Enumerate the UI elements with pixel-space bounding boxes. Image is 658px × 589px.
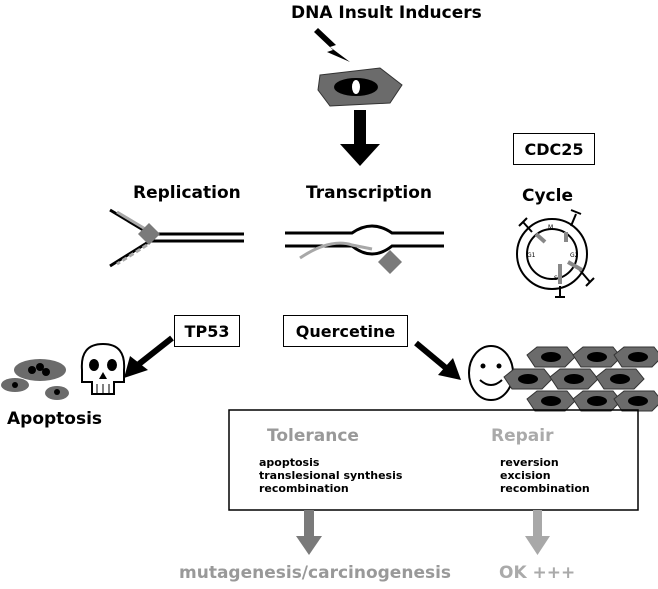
cell-nucleus: [587, 352, 607, 362]
apoptosis-arrow: [124, 335, 174, 378]
cell-nucleus: [587, 396, 607, 406]
replication-label: Replication: [133, 183, 241, 203]
mechanisms-box: [228, 409, 639, 511]
cdc25-box: CDC25: [513, 133, 595, 165]
lightning-icon: [314, 28, 350, 62]
damaged-cell-icon: [317, 67, 403, 107]
repair-title: Repair: [491, 426, 554, 446]
repair-arrow: [525, 510, 550, 555]
repair-outcome: OK +++: [499, 563, 576, 583]
repair-list: reversion excision recombination: [500, 456, 590, 495]
cell-nucleus: [628, 396, 648, 406]
tolerance-arrow: [296, 510, 322, 555]
cycle-phase-g1: G1: [527, 252, 536, 259]
cell-nucleus: [541, 396, 561, 406]
tolerance-title: Tolerance: [267, 426, 359, 446]
cycle-label: Cycle: [522, 186, 573, 206]
repair-item: excision: [500, 469, 551, 482]
page-title: DNA Insult Inducers: [291, 3, 482, 23]
down-arrow: [340, 110, 380, 166]
quercetine-box: Quercetine: [283, 315, 408, 347]
tolerance-item: translesional synthesis: [259, 469, 403, 482]
cycle-phase-g2: G2: [570, 252, 579, 259]
cell-nucleus: [628, 352, 648, 362]
smiley-icon: [468, 345, 514, 401]
repair-item: recombination: [500, 482, 590, 495]
survival-arrow: [414, 340, 461, 380]
tp53-box: TP53: [174, 315, 240, 347]
healthy-cells-icon: [503, 346, 658, 412]
cycle-phase-s: S: [554, 275, 558, 282]
transcription-label: Transcription: [306, 183, 432, 203]
cycle-phase-m: M: [548, 224, 553, 231]
cell-nucleus: [518, 374, 538, 384]
replication-fork-icon: [109, 208, 244, 268]
skull-icon: [80, 342, 126, 395]
tolerance-list: apoptosis translesional synthesis recomb…: [259, 456, 402, 495]
cell-nucleus: [564, 374, 584, 384]
cell-cycle-icon: M G1 S G2: [516, 209, 595, 298]
apoptotic-cells-icon: [1, 359, 69, 400]
cell-nucleus: [541, 352, 561, 362]
repair-item: reversion: [500, 456, 559, 469]
tolerance-outcome: mutagenesis/carcinogenesis: [179, 563, 452, 583]
apoptosis-label: Apoptosis: [7, 409, 103, 429]
tolerance-item: recombination: [259, 482, 349, 495]
transcription-bubble-icon: [285, 224, 444, 274]
cell-nucleus: [610, 374, 630, 384]
tolerance-item: apoptosis: [259, 456, 320, 469]
